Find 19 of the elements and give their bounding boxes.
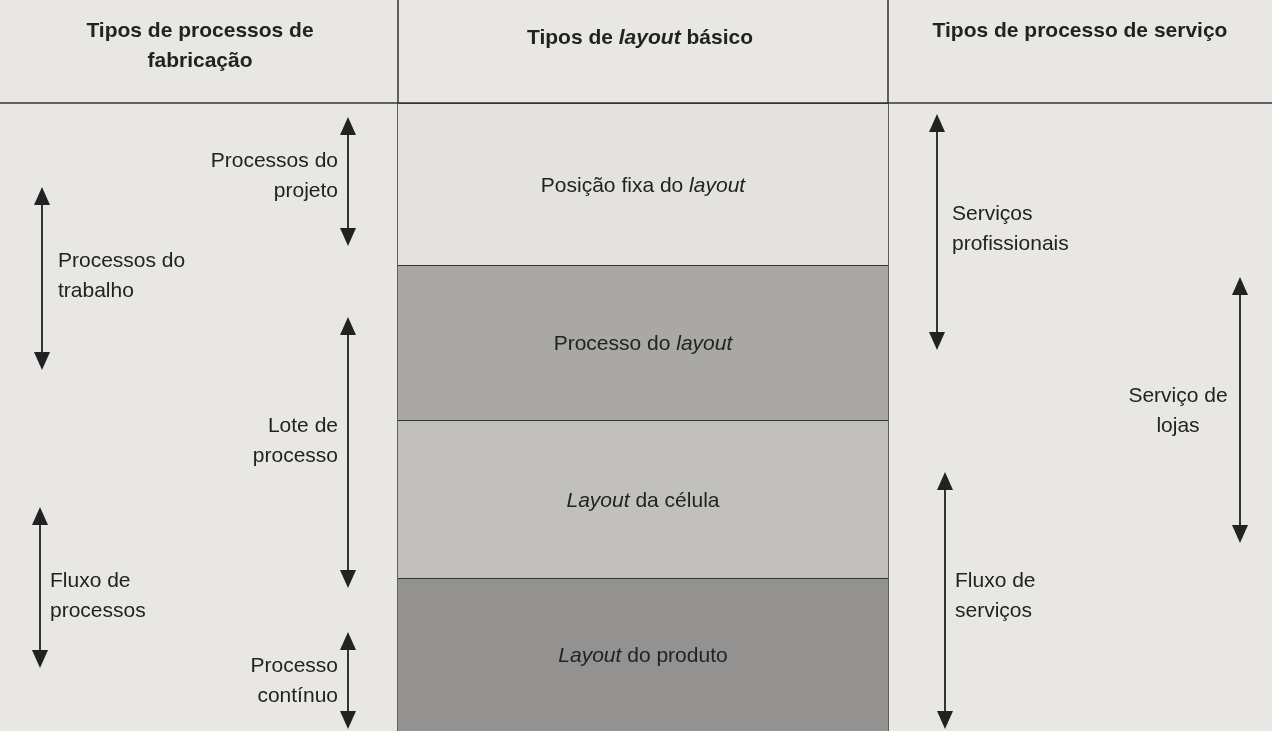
- layout-band: [398, 420, 888, 578]
- layout-band: [398, 578, 888, 731]
- process-type-label: Processo contínuo: [249, 652, 338, 708]
- column-header: Tipos de processo de serviço: [931, 17, 1229, 43]
- layout-band: [398, 103, 888, 265]
- process-type-label: Lote de processo: [251, 412, 338, 468]
- column-header: Tipos de processos de fabricação: [85, 17, 315, 73]
- process-type-label: Processos do projeto: [209, 147, 338, 203]
- column-header: Tipos de layout básico: [526, 24, 754, 50]
- band-label: Posição fixa do layout: [540, 172, 746, 197]
- band-label: Layout do produto: [558, 643, 728, 667]
- layout-band: [398, 265, 888, 420]
- process-type-label: Processos do trabalho: [58, 247, 187, 303]
- process-type-label: Fluxo de serviços: [955, 567, 1037, 623]
- process-type-label: Fluxo de processos: [50, 567, 147, 623]
- band-label: Layout da célula: [566, 487, 720, 512]
- process-type-label: Serviço de lojas: [1128, 382, 1228, 438]
- band-label: Processo do layout: [553, 331, 733, 355]
- process-type-label: Serviços profissionais: [952, 200, 1070, 256]
